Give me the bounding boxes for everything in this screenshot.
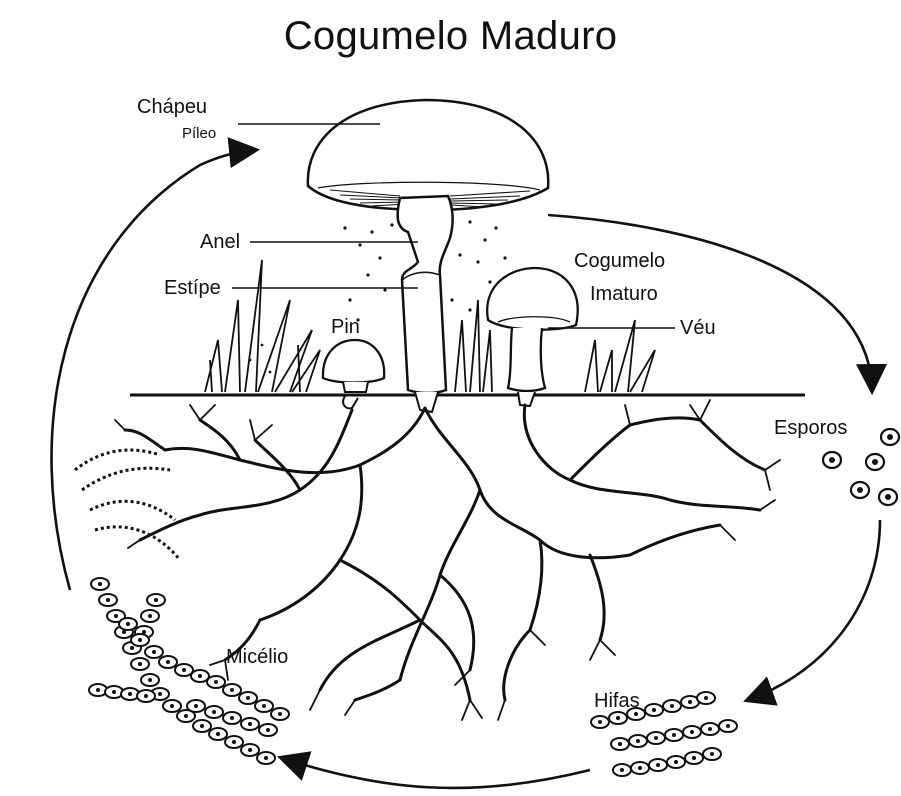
label-hifas: Hifas xyxy=(594,690,640,712)
label-micelio: Micélio xyxy=(226,646,288,668)
mycelium-strands-left xyxy=(75,450,180,560)
label-cogumelo-imaturo-line1: Cogumelo xyxy=(574,250,665,272)
mycelium-cell-chains xyxy=(89,578,289,764)
immature-mushroom xyxy=(487,268,577,406)
mycelium-network xyxy=(125,405,765,700)
pin-mushroom xyxy=(323,340,384,408)
label-veu: Véu xyxy=(680,317,716,339)
cycle-arrows xyxy=(52,150,880,788)
spore-cluster xyxy=(823,429,899,505)
label-pileo: Píleo xyxy=(182,123,216,145)
label-chapeu: Chápeu xyxy=(137,96,207,118)
label-estipe: Estípe xyxy=(164,277,221,299)
label-esporos: Esporos xyxy=(774,417,847,439)
grass-left xyxy=(205,260,320,392)
label-cogumelo-imaturo-line2: Imaturo xyxy=(590,283,658,305)
label-pin: Pin xyxy=(331,316,360,338)
label-anel: Anel xyxy=(200,231,240,253)
